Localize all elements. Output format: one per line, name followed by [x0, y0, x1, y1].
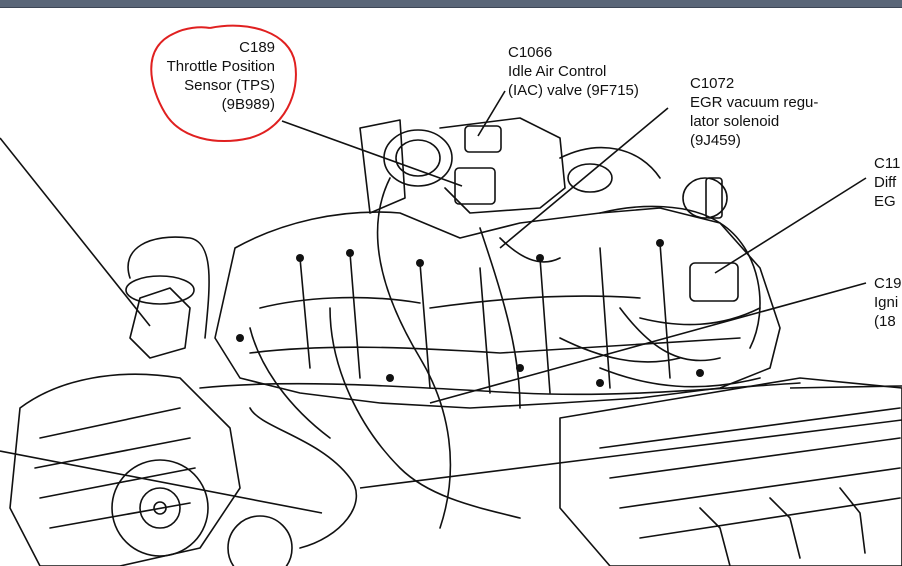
- throttle-bore: [395, 139, 441, 177]
- callout-tps-line2: Sensor (TPS): [184, 77, 275, 94]
- leader-ign: [429, 282, 867, 404]
- callout-egr-line2: lator solenoid: [690, 113, 780, 130]
- air-inlet-tube: [249, 407, 357, 549]
- egr-cap: [682, 177, 728, 219]
- throttle-body: [383, 129, 453, 187]
- callout-diff-line2: EG: [874, 193, 896, 210]
- iac-valve: [464, 125, 502, 153]
- egr-post: [705, 177, 723, 219]
- oil-cap: [125, 275, 195, 305]
- callout-iac: C1066 Idle Air Control (IAC) valve (9F71…: [508, 43, 639, 100]
- callout-iac-id: C1066: [508, 44, 553, 61]
- crank-pulley-hub: [139, 487, 181, 529]
- callout-egr-part: (9J459): [690, 132, 741, 149]
- engine-diagram: [0, 24, 902, 566]
- spark-plug-wires: [559, 307, 761, 388]
- callout-tps-id: C189: [239, 39, 275, 56]
- callout-ign: C19 Igni (18: [874, 274, 902, 331]
- leader-diff: [714, 177, 867, 274]
- leader-left-bottom: [0, 450, 323, 514]
- callout-ign-line2: (18: [874, 313, 896, 330]
- callout-egr-line1: EGR vacuum regu-: [690, 94, 819, 111]
- coil-bosses: [699, 487, 866, 566]
- callout-diff-id: C11: [874, 155, 901, 172]
- callout-iac-line1: Idle Air Control: [508, 63, 607, 80]
- manifold-ribs: [249, 295, 741, 354]
- callout-egr-id: C1072: [690, 75, 735, 92]
- dipstick-tube: [127, 236, 210, 339]
- leader-egr: [499, 107, 669, 249]
- leader-right-mid: [789, 385, 902, 389]
- egr-valve: [567, 163, 613, 193]
- right-valve-cover: [559, 377, 902, 566]
- callout-ign-line1: Igni: [874, 294, 899, 311]
- callout-tps-line1: Throttle Position: [166, 58, 275, 75]
- crank-pulley-center: [153, 501, 167, 515]
- tps-sensor: [454, 167, 496, 205]
- right-cover-ribs: [599, 407, 901, 539]
- wiring-harness: [249, 177, 721, 529]
- left-cover-ribs: [34, 407, 196, 529]
- egr-tube: [599, 205, 761, 349]
- callout-egr: C1072 EGR vacuum regu- lator solenoid (9…: [690, 74, 818, 150]
- egr-solenoid: [689, 262, 739, 302]
- callout-iac-line2: (IAC) valve (9F715): [508, 82, 639, 99]
- left-valve-cover: [9, 373, 241, 566]
- oil-fill-neck: [129, 287, 191, 359]
- leader-left-top: [0, 137, 151, 327]
- crank-pulley: [111, 459, 209, 557]
- highlight-circle: [150, 24, 297, 142]
- window-top-bar: [0, 0, 902, 8]
- leader-iac: [477, 90, 506, 137]
- idler-pulley: [227, 515, 293, 566]
- callout-diff: C11 Diff EG: [874, 154, 900, 211]
- intake-manifold: [214, 207, 781, 409]
- callout-diff-line1: Diff: [874, 174, 897, 191]
- callout-tps: C189 Throttle Position Sensor (TPS) (9B9…: [140, 38, 275, 114]
- callout-ign-id: C19: [874, 275, 902, 292]
- throttle-bracket: [359, 119, 406, 214]
- callout-tps-part: (9B989): [221, 96, 275, 113]
- leader-right-low: [359, 419, 902, 489]
- throttle-housing: [439, 117, 566, 214]
- leader-tps: [281, 120, 463, 187]
- manifold-runners: [299, 242, 671, 394]
